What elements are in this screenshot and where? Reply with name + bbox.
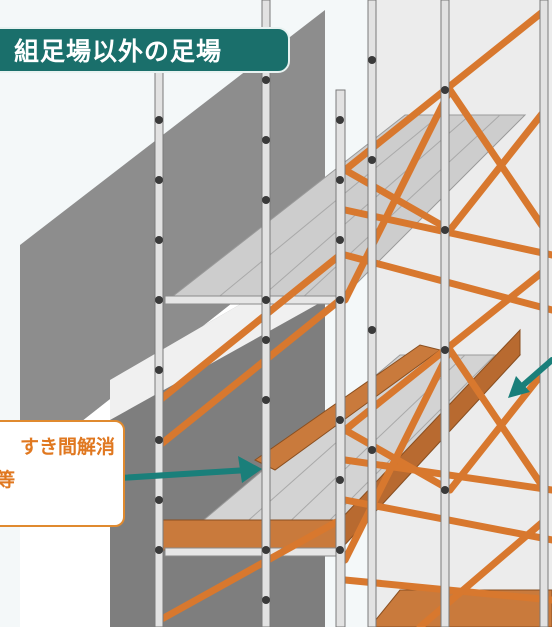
- standard-pipe: [539, 0, 549, 627]
- standard-pipe: [154, 59, 164, 627]
- standard-pipe: [261, 0, 271, 627]
- building-wall: [20, 10, 325, 470]
- plank-seam: [257, 114, 471, 301]
- upper-ledger: [164, 295, 341, 305]
- callout-line-1: すき間解消: [19, 436, 115, 458]
- lower-toeboard: [369, 589, 552, 627]
- middle-ledger: [164, 547, 341, 557]
- clamps: [155, 56, 449, 604]
- title-badge: 組足場以外の足場: [0, 27, 290, 73]
- arrow-right-icon: [117, 456, 262, 483]
- standard-pipe: [367, 0, 377, 627]
- plank-seam: [299, 114, 501, 301]
- plank-seam: [214, 114, 441, 301]
- standard-pipe: [440, 0, 450, 627]
- arrow-down-left-icon: [508, 357, 552, 398]
- standard-pipe: [335, 89, 346, 627]
- callout-line-2: 等: [0, 469, 16, 491]
- callout-box: すき間解消 等: [0, 420, 125, 527]
